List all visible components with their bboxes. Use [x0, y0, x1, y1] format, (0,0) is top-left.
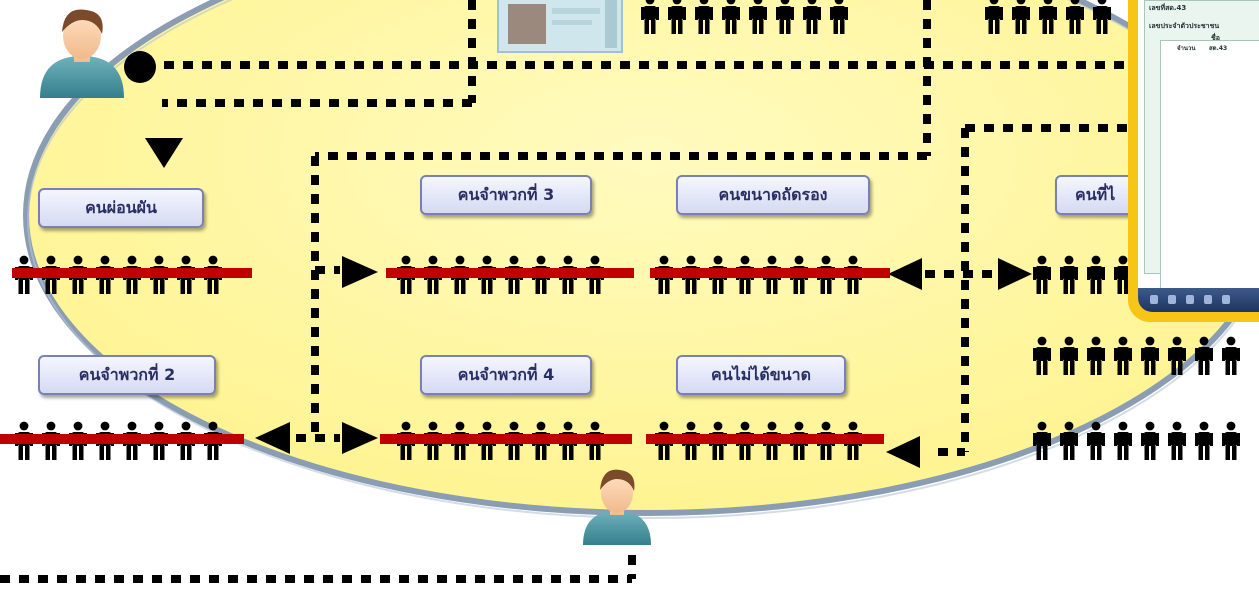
crowd-row	[380, 421, 632, 460]
start-dot	[124, 51, 156, 83]
id-card-image	[497, 0, 623, 53]
person-icon	[1114, 421, 1132, 460]
group-label-5: คนขนาดถัดรอง	[676, 175, 870, 215]
strike-bar	[650, 268, 890, 278]
person-icon	[1168, 421, 1186, 460]
taskbar	[1138, 288, 1259, 312]
person-icon	[1141, 421, 1159, 460]
form-field-label: เลขที่สด.43	[1149, 4, 1187, 12]
taskbar-icon	[1222, 295, 1230, 304]
group-label-4: คนจำพวกที่ 4	[420, 355, 592, 395]
strike-bar	[12, 268, 252, 278]
strike-bar	[380, 434, 632, 444]
record-list: จำนวน สด.43	[1160, 40, 1259, 304]
strike-bar	[0, 434, 244, 444]
list-header: สด.43	[1209, 45, 1228, 52]
crowd-row	[646, 421, 884, 460]
person-icon	[1222, 421, 1240, 460]
crowd-rows	[0, 255, 1240, 460]
crowd-row	[386, 255, 634, 294]
dotted-connectors	[0, 0, 1130, 583]
arrowheads	[145, 138, 1032, 468]
group-label-2: คนจำพวกที่ 2	[38, 355, 216, 395]
yellow-region	[23, 0, 1259, 516]
form-field-label: ชื่อ	[1211, 34, 1220, 42]
group-label-3: คนจำพวกที่ 3	[420, 175, 592, 215]
software-screenshot-inset: เลขที่สด.43 เลขประจำตัวประชาชน ชื่อ จำนว…	[1128, 0, 1259, 322]
taskbar-icon	[1150, 295, 1158, 304]
person-icon	[1195, 421, 1213, 460]
group-label-6: คนไม่ได้ขนาด	[676, 355, 846, 395]
crowd-row	[0, 421, 244, 460]
taskbar-icon	[1186, 295, 1194, 304]
person-icon	[1222, 336, 1240, 375]
person-avatar	[583, 469, 651, 545]
taskbar-icon	[1204, 295, 1212, 304]
list-header: จำนวน	[1177, 45, 1196, 52]
crowd-row	[12, 255, 252, 294]
software-window: เลขที่สด.43 เลขประจำตัวประชาชน ชื่อ จำนว…	[1138, 0, 1259, 312]
group-label-1: คนผ่อนผัน	[38, 188, 204, 228]
form-field-label: เลขประจำตัวประชาชน	[1149, 22, 1220, 30]
taskbar-icon	[1168, 295, 1176, 304]
strike-bar	[386, 268, 634, 278]
officer-avatar	[40, 9, 124, 98]
crowd-row	[650, 255, 890, 294]
strike-bar	[646, 434, 884, 444]
